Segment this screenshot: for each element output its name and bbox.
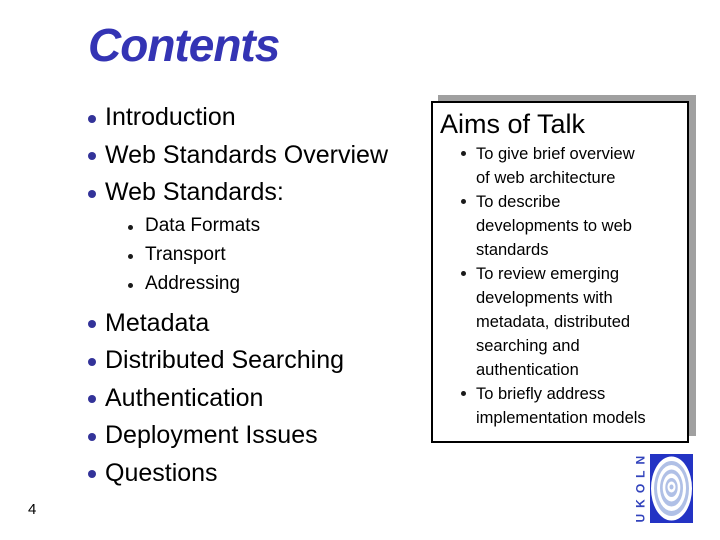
bullet-label: Metadata (105, 308, 210, 337)
aims-box-title: Aims of Talk (440, 109, 586, 139)
bullet-icon (461, 391, 466, 396)
list-item: Introduction (88, 99, 433, 137)
bullet-list-level1: Introduction Web Standards Overview Web … (88, 99, 433, 212)
aims-bullet-label: To describe developments to web standard… (476, 193, 632, 259)
list-item: Metadata (88, 305, 433, 343)
bullet-icon (128, 282, 133, 288)
bullet-icon (128, 224, 133, 230)
bullet-label: Web Standards: (105, 178, 284, 207)
bullet-label: Authentication (105, 383, 264, 412)
bullet-label: Distributed Searching (105, 346, 345, 375)
bullet-label: Introduction (105, 103, 236, 132)
ukoln-logo: UKOLN (604, 448, 700, 530)
bullet-icon (461, 151, 466, 156)
bullet-label: Web Standards Overview (105, 140, 388, 169)
bullet-icon (461, 199, 466, 204)
bullet-label: Addressing (145, 273, 241, 294)
bullet-label: Deployment Issues (105, 421, 318, 450)
list-item: Data Formats (128, 212, 433, 241)
bullet-list-level2: Data Formats Transport Addressing (128, 212, 433, 299)
bullet-icon (88, 189, 96, 198)
ukoln-spiral-icon (650, 454, 693, 523)
list-item: Distributed Searching (88, 342, 433, 380)
list-item: Addressing (128, 270, 433, 299)
aims-bullet-label: To give brief overview of web architectu… (476, 145, 635, 187)
aims-bullet-label: To briefly address implementation models (476, 385, 646, 427)
list-item: To briefly address implementation models (440, 382, 683, 430)
list-item: To give brief overview of web architectu… (440, 142, 683, 190)
list-item: Web Standards Overview (88, 137, 433, 175)
aims-bullet-list: To give brief overview of web architectu… (440, 142, 683, 430)
page-title: Contents (88, 19, 280, 71)
bullet-icon (461, 271, 466, 276)
bullet-list-level1-continued: Metadata Distributed Searching Authentic… (88, 305, 433, 493)
bullet-label: Data Formats (145, 215, 261, 236)
ukoln-logo-text: UKOLN (633, 449, 648, 523)
bullet-icon (88, 395, 96, 404)
contents-list: Introduction Web Standards Overview Web … (88, 99, 433, 492)
list-item: To review emerging developments with met… (440, 262, 683, 382)
bullet-label: Transport (145, 244, 226, 265)
slide-number: 4 (28, 501, 37, 518)
bullet-icon (88, 320, 96, 329)
list-item: Questions (88, 455, 433, 493)
bullet-icon (88, 432, 96, 441)
list-item: To describe developments to web standard… (440, 190, 683, 262)
bullet-icon (88, 152, 96, 161)
list-item: Deployment Issues (88, 417, 433, 455)
bullet-icon (88, 470, 96, 479)
bullet-icon (88, 114, 96, 123)
list-item: Authentication (88, 380, 433, 418)
bullet-icon (88, 357, 96, 366)
bullet-label: Questions (105, 458, 218, 487)
aims-bullet-label: To review emerging developments with met… (476, 265, 631, 379)
bullet-icon (128, 253, 133, 259)
aims-of-talk-box: Aims of Talk To give brief overview of w… (431, 101, 689, 443)
list-item: Transport (128, 241, 433, 270)
list-item: Web Standards: (88, 174, 433, 212)
